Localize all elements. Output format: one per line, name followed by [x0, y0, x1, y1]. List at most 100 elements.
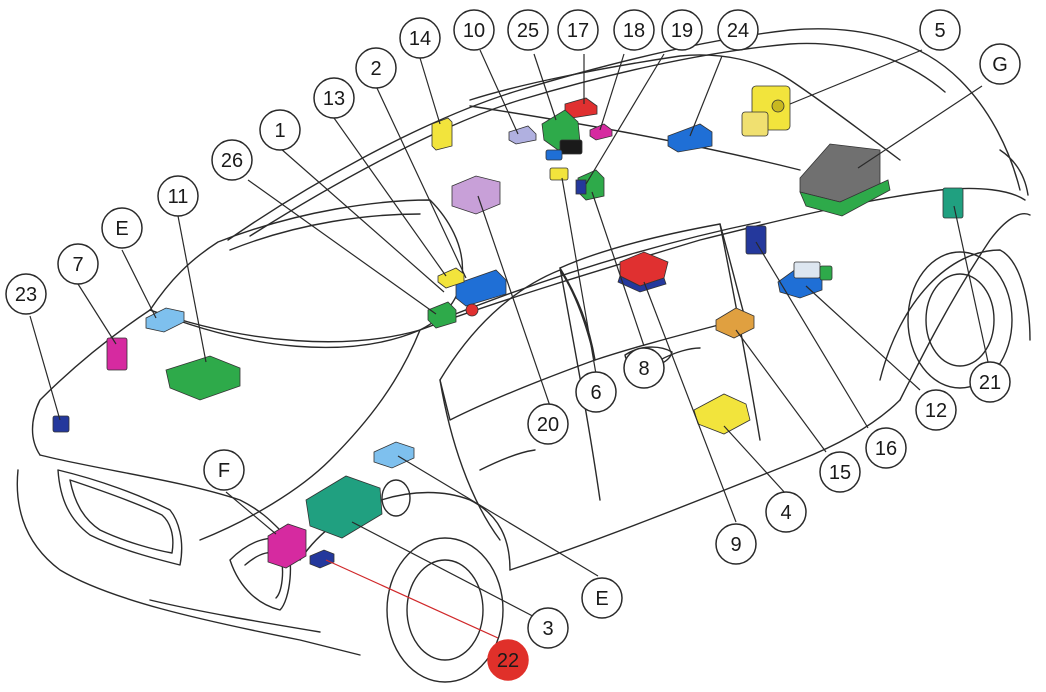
callout-11: 11: [157, 175, 199, 217]
module-21: [942, 187, 964, 219]
callout-20: 20: [527, 403, 569, 445]
callout-label: 26: [221, 150, 243, 172]
front-door-window: [439, 269, 596, 421]
callout-label: 1: [274, 120, 285, 142]
callout-circle: [623, 347, 665, 389]
callout-6: 6: [575, 371, 617, 413]
callout-10: 10: [453, 9, 495, 51]
leader-20: [477, 195, 551, 407]
leader-5: [789, 49, 923, 105]
callout-15: 15: [819, 451, 861, 493]
leader-15: [735, 329, 827, 453]
callout-26: 26: [211, 139, 253, 181]
callout-14: 14: [399, 17, 441, 59]
module-19: [575, 179, 587, 195]
callout-label: 23: [15, 284, 37, 306]
front-lower-intake: [149, 599, 321, 633]
callout-16: 16: [865, 427, 907, 469]
rear-quarter: [899, 213, 1031, 401]
callout-24: 24: [717, 9, 759, 51]
leader-10: [479, 49, 519, 135]
module-2-relay: [465, 303, 479, 317]
module-11: [165, 355, 241, 401]
callout-e-27: E: [581, 577, 623, 619]
callout-circle: [575, 371, 617, 413]
callout-circle: [211, 139, 253, 181]
callout-12: 12: [915, 389, 957, 431]
callout-circle: [915, 389, 957, 431]
callout-circle: [969, 361, 1011, 403]
callout-21: 21: [969, 361, 1011, 403]
leader-26: [247, 179, 437, 315]
callout-label: 25: [517, 20, 539, 42]
module-16: [745, 225, 767, 255]
module-g-control-unit: [799, 143, 891, 217]
callout-g: G: [979, 43, 1021, 85]
callout-label: 15: [829, 462, 851, 484]
callout-label: E: [595, 588, 608, 610]
module-4: [693, 393, 751, 435]
module-5-actuator: [741, 85, 791, 137]
roof-rail: [469, 105, 801, 171]
hood-crease: [199, 329, 421, 541]
callout-label: 18: [623, 20, 645, 42]
module-6: [549, 167, 569, 181]
callout-label: 19: [671, 20, 693, 42]
callout-19: 19: [661, 9, 703, 51]
callout-label: G: [992, 54, 1008, 76]
leader-9: [643, 281, 737, 523]
leader-2: [375, 85, 467, 279]
callout-circle: [819, 451, 861, 493]
callout-label: 13: [323, 88, 345, 110]
leader-12: [805, 285, 921, 391]
leader-18: [599, 53, 625, 131]
leader-1: [279, 147, 445, 293]
leader-13: [333, 117, 447, 277]
callout-label: 4: [780, 502, 791, 524]
module-23: [52, 415, 70, 433]
callout-circle: [865, 427, 907, 469]
rear-wheel-rim: [925, 273, 995, 367]
leader-4: [723, 425, 787, 495]
callout-4: 4: [765, 491, 807, 533]
leader-3: [351, 521, 549, 625]
leader-22: [325, 559, 499, 639]
callout-label: 9: [730, 534, 741, 556]
front-door-line: [439, 379, 501, 541]
callout-label: 8: [638, 358, 649, 380]
rear-window-outline: [469, 54, 901, 161]
callout-circle: [765, 491, 807, 533]
callout-label: F: [218, 460, 230, 482]
callout-circle: [661, 9, 703, 51]
callout-circle: [581, 577, 623, 619]
leader-16: [755, 241, 869, 429]
callout-label: 24: [727, 20, 749, 42]
front-bumper: [16, 469, 361, 656]
headlight-outline: [229, 537, 292, 611]
callout-22: 22: [487, 639, 529, 681]
callout-e-26: E: [101, 207, 143, 249]
leader-lines: [29, 49, 989, 639]
front-wheel-rim: [406, 559, 484, 661]
module-9-base: [617, 275, 667, 293]
callout-label: 10: [463, 20, 485, 42]
callout-circle: [399, 17, 441, 59]
leader-f: [225, 491, 277, 535]
callout-label: 21: [979, 372, 1001, 394]
module-13: [437, 267, 465, 289]
door-handle-front: [479, 449, 536, 471]
hood-outline: [31, 309, 151, 456]
leader-8: [591, 191, 645, 347]
callout-circle: [453, 9, 495, 51]
callout-circle: [101, 207, 143, 249]
callout-label: 5: [934, 20, 945, 42]
grille-inner: [69, 479, 174, 554]
callout-label: E: [115, 218, 128, 240]
module-12-cover: [793, 261, 821, 279]
hood-front-edge: [39, 454, 281, 531]
leader-g: [857, 85, 983, 169]
leader-19: [585, 53, 665, 185]
leader-23: [29, 315, 61, 421]
